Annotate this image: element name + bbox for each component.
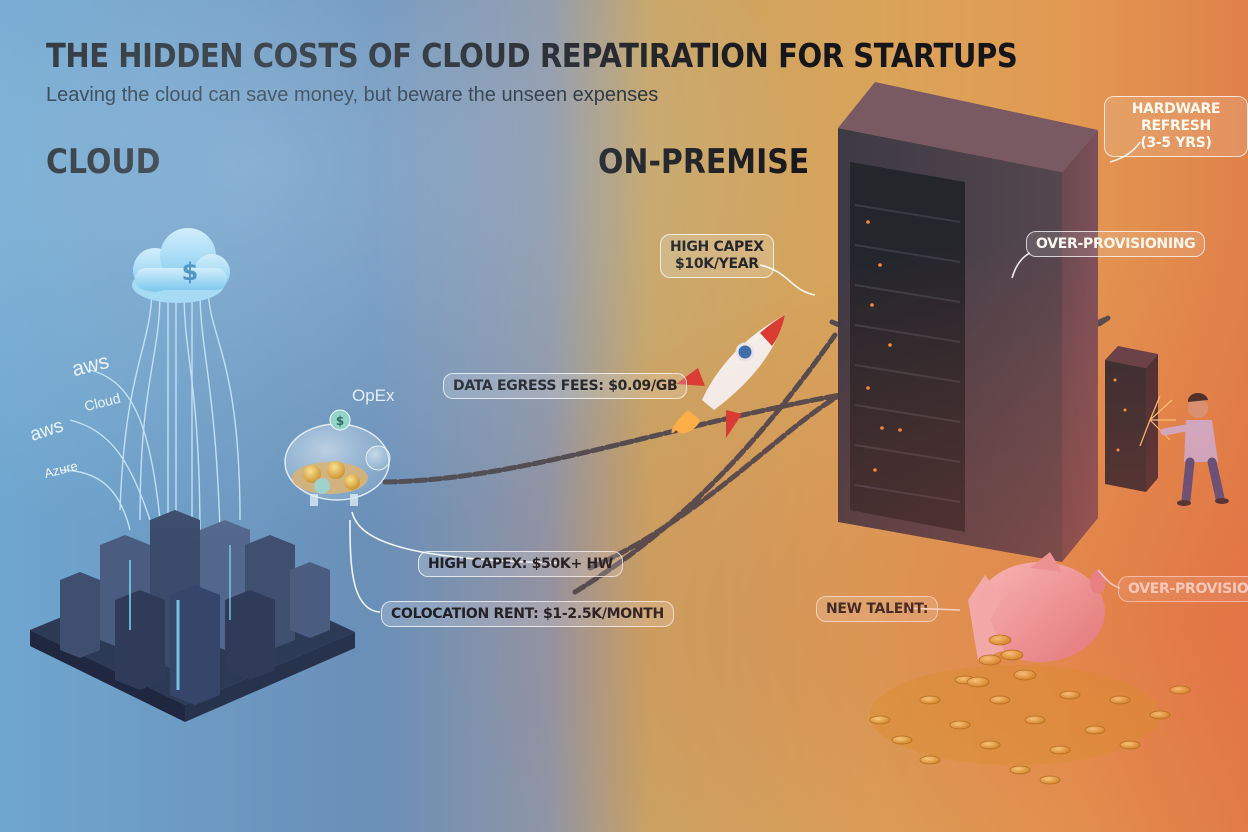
callout-leaders xyxy=(349,141,1141,613)
rocket-icon xyxy=(671,315,785,438)
callout-hardware-refresh: HARDWARE REFRESH (3-5 YRS) xyxy=(1104,96,1248,157)
small-server-icon xyxy=(1105,346,1158,492)
piggy-coin-symbol: $ xyxy=(336,414,344,428)
cloud-dollar-icon: $ xyxy=(132,228,230,303)
callout-colocation-rent: COLOCATION RENT: $1-2.5K/MONTH xyxy=(381,601,674,627)
server-city-icon xyxy=(30,510,355,722)
callout-new-talent: NEW TALENT: xyxy=(816,596,939,622)
callout-over-provisioning-bottom: OVER-PROVISIONING xyxy=(1118,576,1248,602)
technician-icon xyxy=(1160,392,1229,506)
callout-over-provisioning-top: OVER-PROVISIONING xyxy=(1026,231,1206,257)
page-title: THE HIDDEN COSTS OF CLOUD REPATIRATION F… xyxy=(46,36,1018,75)
cloud-dollar-symbol: $ xyxy=(182,258,199,286)
opex-label: OpEx xyxy=(352,386,395,405)
glass-piggy-bank-icon: $ xyxy=(284,409,391,506)
page-subtitle: Leaving the cloud can save money, but be… xyxy=(46,84,659,106)
section-heading-on-premise: ON-PREMISE xyxy=(598,142,810,182)
callout-high-capex-year: HIGH CAPEX $10K/YEAR xyxy=(660,234,774,278)
callout-high-capex-hardware: HIGH CAPEX: $50K+ HW xyxy=(418,551,624,577)
data-streams xyxy=(59,289,241,560)
server-rack-icon xyxy=(838,82,1098,562)
callout-data-egress-fees: DATA EGRESS FEES: $0.09/GB xyxy=(443,373,688,399)
section-heading-cloud: CLOUD xyxy=(46,142,161,182)
sparks-icon xyxy=(1139,395,1176,447)
broken-piggy-bank-icon xyxy=(968,552,1106,662)
coin-pile-icon xyxy=(869,634,1191,785)
